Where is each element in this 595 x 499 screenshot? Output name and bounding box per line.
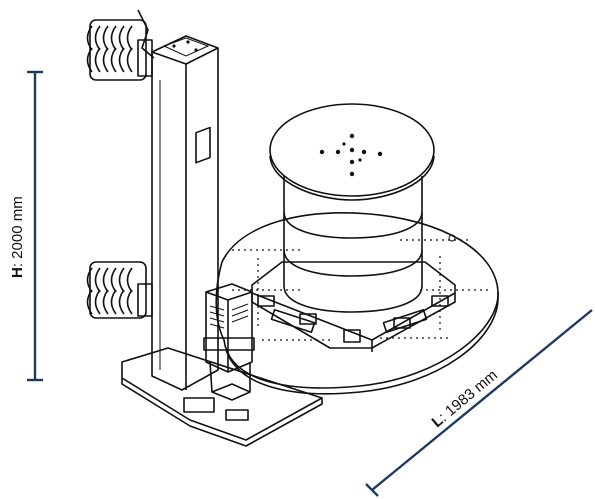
turntable: [215, 212, 499, 395]
upper-film-spring: [86, 9, 155, 81]
mast-column: [151, 35, 219, 391]
length-dimension-label: L: 1983 mm: [429, 367, 501, 431]
load-drum: [269, 103, 435, 313]
mast-base-plate: [121, 347, 323, 447]
height-dimension: H: 2000 mm: [9, 70, 43, 382]
height-dimension-label: H: 2000 mm: [9, 196, 26, 278]
pallet: [251, 261, 456, 352]
lower-film-spring: [86, 261, 153, 319]
drum-top-holes: [319, 133, 383, 177]
length-dimension-end-tick: [365, 483, 379, 497]
drive-motor: [203, 283, 255, 401]
length-dimension-line: [371, 309, 593, 491]
